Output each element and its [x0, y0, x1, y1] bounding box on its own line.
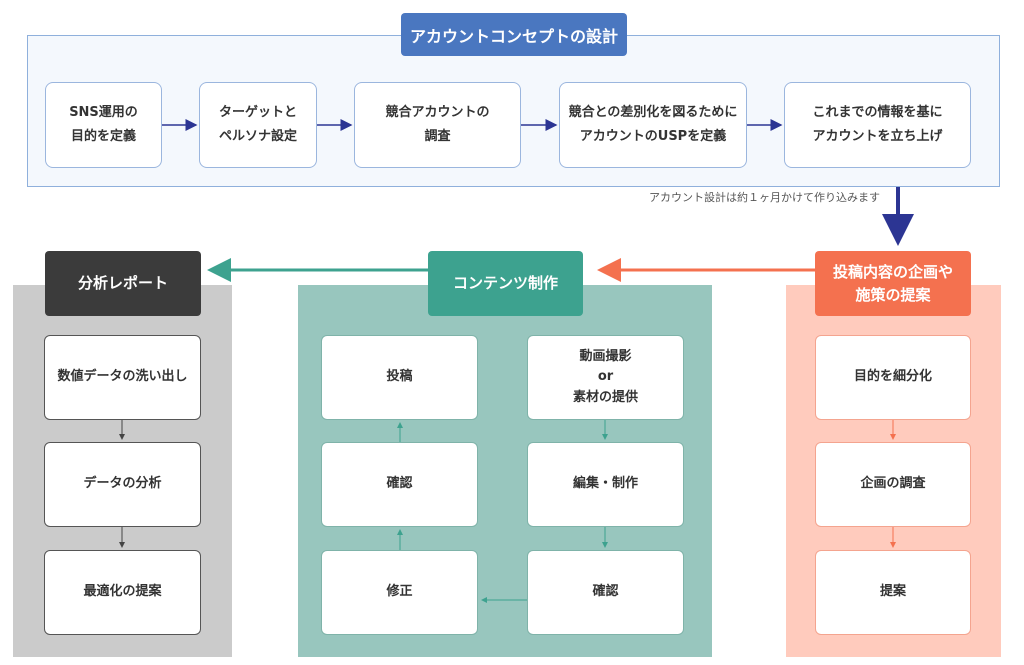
report-item-3: 最適化の提案 [44, 550, 201, 635]
content-left-item-2: 確認 [321, 442, 478, 527]
concept-step-3: 競合アカウントの 調査 [354, 82, 521, 168]
content-right-item-3-label: 確認 [592, 584, 619, 600]
plan-item-1: 目的を細分化 [815, 335, 971, 420]
plan-item-2: 企画の調査 [815, 442, 971, 527]
report-item-3-label: 最適化の提案 [83, 584, 162, 600]
content-right-item-2: 編集・制作 [527, 442, 684, 527]
report-item-1-label: 数値データの洗い出し [57, 369, 188, 385]
content-right-item-1: 動画撮影 or 素材の提供 [527, 335, 684, 420]
report-item-1: 数値データの洗い出し [44, 335, 201, 420]
concept-note: アカウント設計は約１ヶ月かけて作り込みます [649, 191, 880, 204]
content-left-item-1: 投稿 [321, 335, 478, 420]
content-left-item-3: 修正 [321, 550, 478, 635]
plan-item-3: 提案 [815, 550, 971, 635]
report-header: 分析レポート [45, 251, 201, 316]
concept-step-5: これまでの情報を基に アカウントを立ち上げ [784, 82, 971, 168]
concept-step-1-label: SNS運用の 目的を定義 [69, 104, 138, 144]
plan-item-1-label: 目的を細分化 [853, 369, 932, 385]
content-left-item-2-label: 確認 [386, 476, 413, 492]
concept-step-3-label: 競合アカウントの 調査 [385, 104, 490, 144]
content-left-item-3-label: 修正 [386, 584, 413, 600]
content-right-item-2-label: 編集・制作 [572, 476, 638, 492]
concept-step-2: ターゲットと ペルソナ設定 [199, 82, 317, 168]
concept-step-1: SNS運用の 目的を定義 [45, 82, 162, 168]
concept-step-2-label: ターゲットと ペルソナ設定 [218, 104, 297, 144]
content-right-item-1-label: 動画撮影 or 素材の提供 [572, 349, 638, 405]
content-header: コンテンツ制作 [428, 251, 583, 316]
concept-step-5-label: これまでの情報を基に アカウントを立ち上げ [812, 104, 943, 144]
content-right-item-3: 確認 [527, 550, 684, 635]
concept-title: アカウントコンセプトの設計 [401, 13, 627, 56]
content-left-item-1-label: 投稿 [386, 369, 413, 385]
concept-step-4-label: 競合との差別化を図るために アカウントのUSPを定義 [568, 104, 738, 144]
plan-item-3-label: 提案 [879, 584, 906, 600]
plan-header: 投稿内容の企画や 施策の提案 [815, 251, 971, 316]
concept-step-4: 競合との差別化を図るために アカウントのUSPを定義 [559, 82, 747, 168]
report-item-2-label: データの分析 [83, 476, 162, 492]
report-item-2: データの分析 [44, 442, 201, 527]
plan-item-2-label: 企画の調査 [860, 476, 926, 492]
